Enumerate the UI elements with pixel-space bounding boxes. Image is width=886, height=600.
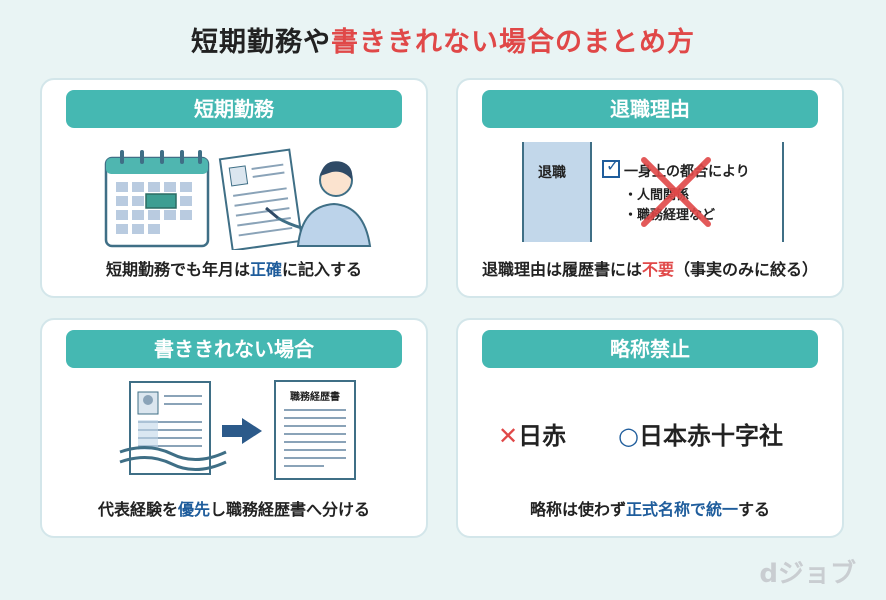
career-doc-icon: 職務経歴書 [274,380,356,480]
card-short-term: 短期勤務 [40,78,428,298]
doc-lines [284,409,346,467]
card-short-term-header: 短期勤務 [66,90,402,128]
card-overflow-header: 書ききれない場合 [66,330,402,368]
abbr-bad-example: ✕日赤 [498,416,566,451]
resume-form-icon [218,148,304,250]
checkbox-icon: ✓ [602,156,620,178]
card-abbreviation-caption: 略称は使わず正式名称で統一する [458,496,842,520]
title-part1: 短期勤務や [191,27,331,58]
caption-emphasis: 正式名称で統一 [625,500,738,519]
resign-table-label: 退職 [538,165,566,181]
calendar-form-illustration [104,148,372,250]
career-doc-title: 職務経歴書 [290,392,340,403]
resign-table-label-cell: 退職 [524,142,592,242]
cross-out-icon [641,157,711,227]
card-resign-reason-header: 退職理由 [482,90,818,128]
person-writing-icon [265,161,372,247]
card-resign-reason: 退職理由 退職 ✓一身上の都合により ・人間関係 ・職務経理など 退職理由は履歴… [456,78,844,298]
arrow-right-icon [222,418,262,444]
card-overflow-caption: 代表経験を優先し職務経歴書へ分ける [42,496,426,520]
circle-icon: ○ [618,422,639,450]
card-resign-reason-caption: 退職理由は履歴書には不要（事実のみに絞る） [458,256,842,280]
caption-text: し職務経歴書へ分ける [210,500,371,519]
title-part2: 書ききれない場合のまとめ方 [331,27,695,58]
cross-icon: ✕ [498,422,519,450]
caption-emphasis: 正確 [249,260,282,279]
calendar-icon [104,150,210,248]
abbr-good-text: 日本赤十字社 [638,422,783,450]
caption-text: に記入する [282,260,363,279]
abbr-good-example: ○日本赤十字社 [618,416,783,451]
brand-watermark: dジョブ [759,559,856,589]
caption-text: 略称は使わず [529,500,626,519]
card-overflow: 書ききれない場合 職務経歴書 代表経験を優先し職務経歴書へ分ける [40,318,428,538]
caption-emphasis: 不要 [641,260,674,279]
card-abbreviation-header: 略称禁止 [482,330,818,368]
caption-emphasis: 優先 [177,500,210,519]
page-title: 短期勤務や書ききれない場合のまとめ方 [0,20,886,59]
resume-document-icon [119,381,227,475]
caption-text: する [738,500,771,519]
caption-text: 短期勤務でも年月は [105,260,250,279]
resign-table: 退職 ✓一身上の都合により ・人間関係 ・職務経理など [522,142,784,242]
caption-text: 代表経験を [97,500,178,519]
caption-text: （事実のみに絞る） [674,260,819,279]
card-abbreviation: 略称禁止 ✕日赤 ○日本赤十字社 略称は使わず正式名称で統一する [456,318,844,538]
card-short-term-caption: 短期勤務でも年月は正確に記入する [42,256,426,280]
abbr-bad-text: 日赤 [518,422,567,450]
caption-text: 退職理由は履歴書には [481,260,642,279]
